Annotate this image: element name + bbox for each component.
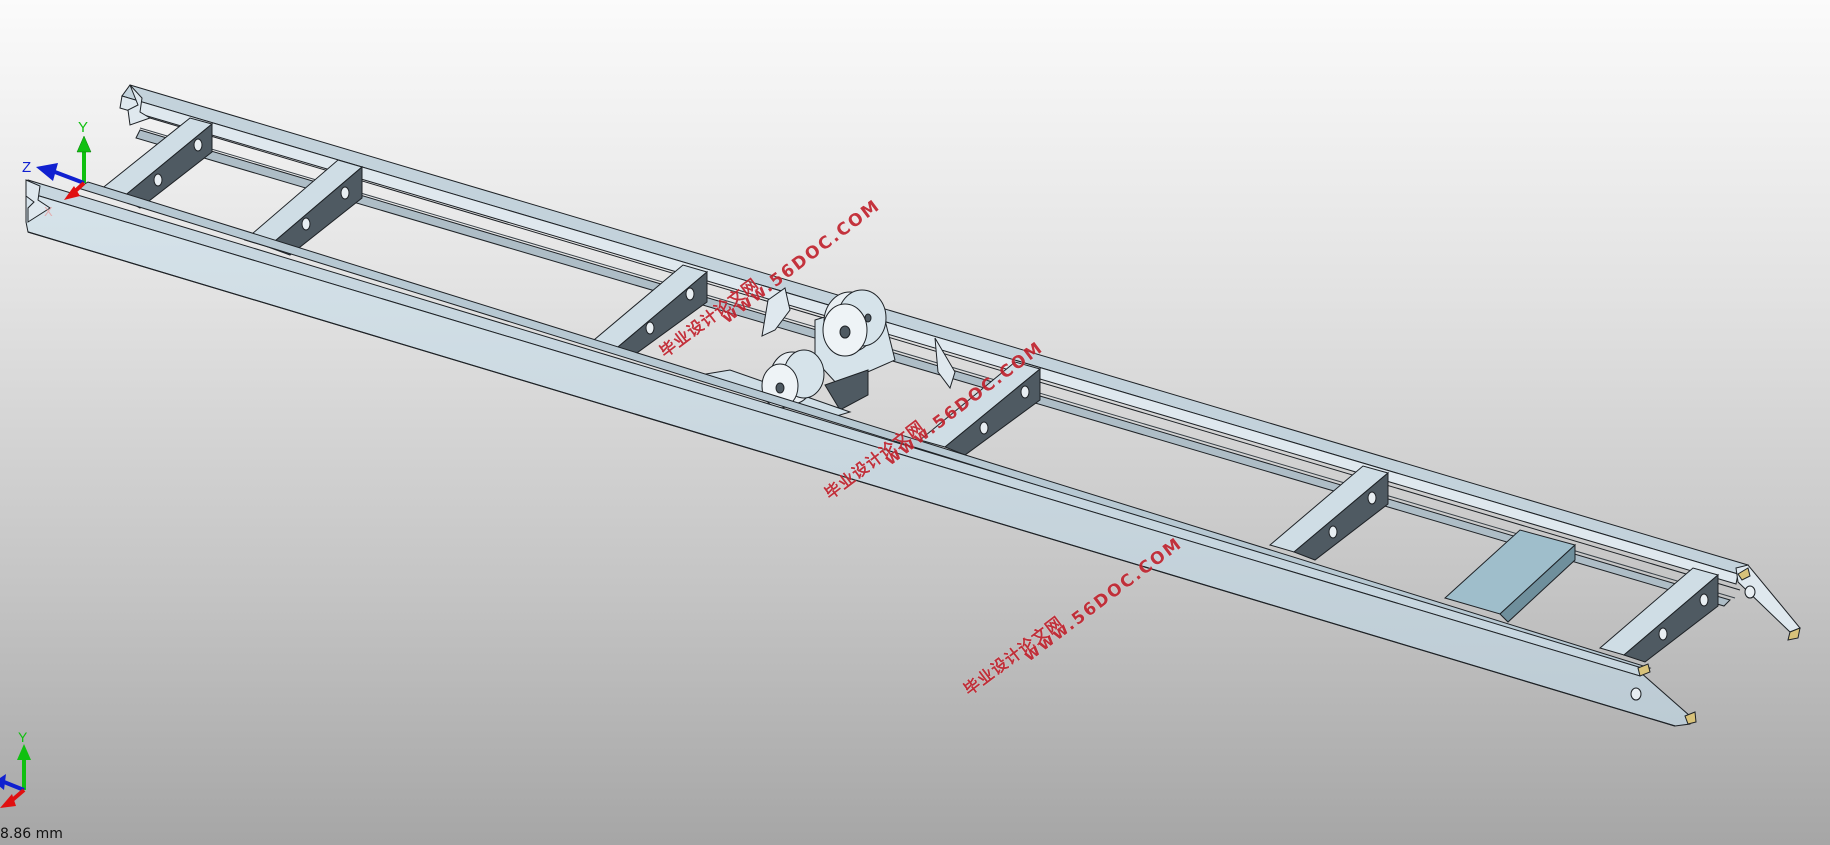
x-axis-arrow — [64, 181, 86, 200]
far-rail-right-end — [1735, 564, 1801, 641]
near-rail-end-caps — [1637, 663, 1697, 725]
axis-triad-bottom[interactable]: Y — [0, 729, 31, 808]
z-axis-arrow — [36, 163, 85, 185]
near-side-rail — [25, 179, 1691, 727]
bottom-axis-y-label: Y — [18, 729, 28, 745]
cross-member-3 — [586, 264, 709, 359]
axis-z-label: Z — [22, 159, 31, 176]
axis-x-label: X — [44, 204, 53, 219]
y-axis-arrow — [76, 135, 92, 183]
bottom-z-axis-arrow — [0, 774, 25, 792]
cross-member-4 — [918, 361, 1042, 456]
axis-y-label: Y — [78, 119, 88, 136]
bottom-y-axis-arrow — [17, 744, 31, 790]
bottom-x-axis-arrow — [0, 788, 26, 808]
pulley-upper — [822, 289, 887, 357]
cross-member-6 — [1598, 567, 1720, 663]
far-side-rail — [119, 84, 1749, 607]
cross-member-5 — [1268, 465, 1390, 561]
scale-readout: 8.86 mm — [0, 826, 63, 842]
center-bracket-assembly — [699, 287, 956, 419]
axis-triad-top: Y Z X — [22, 119, 92, 219]
mounting-plate — [1444, 529, 1577, 623]
